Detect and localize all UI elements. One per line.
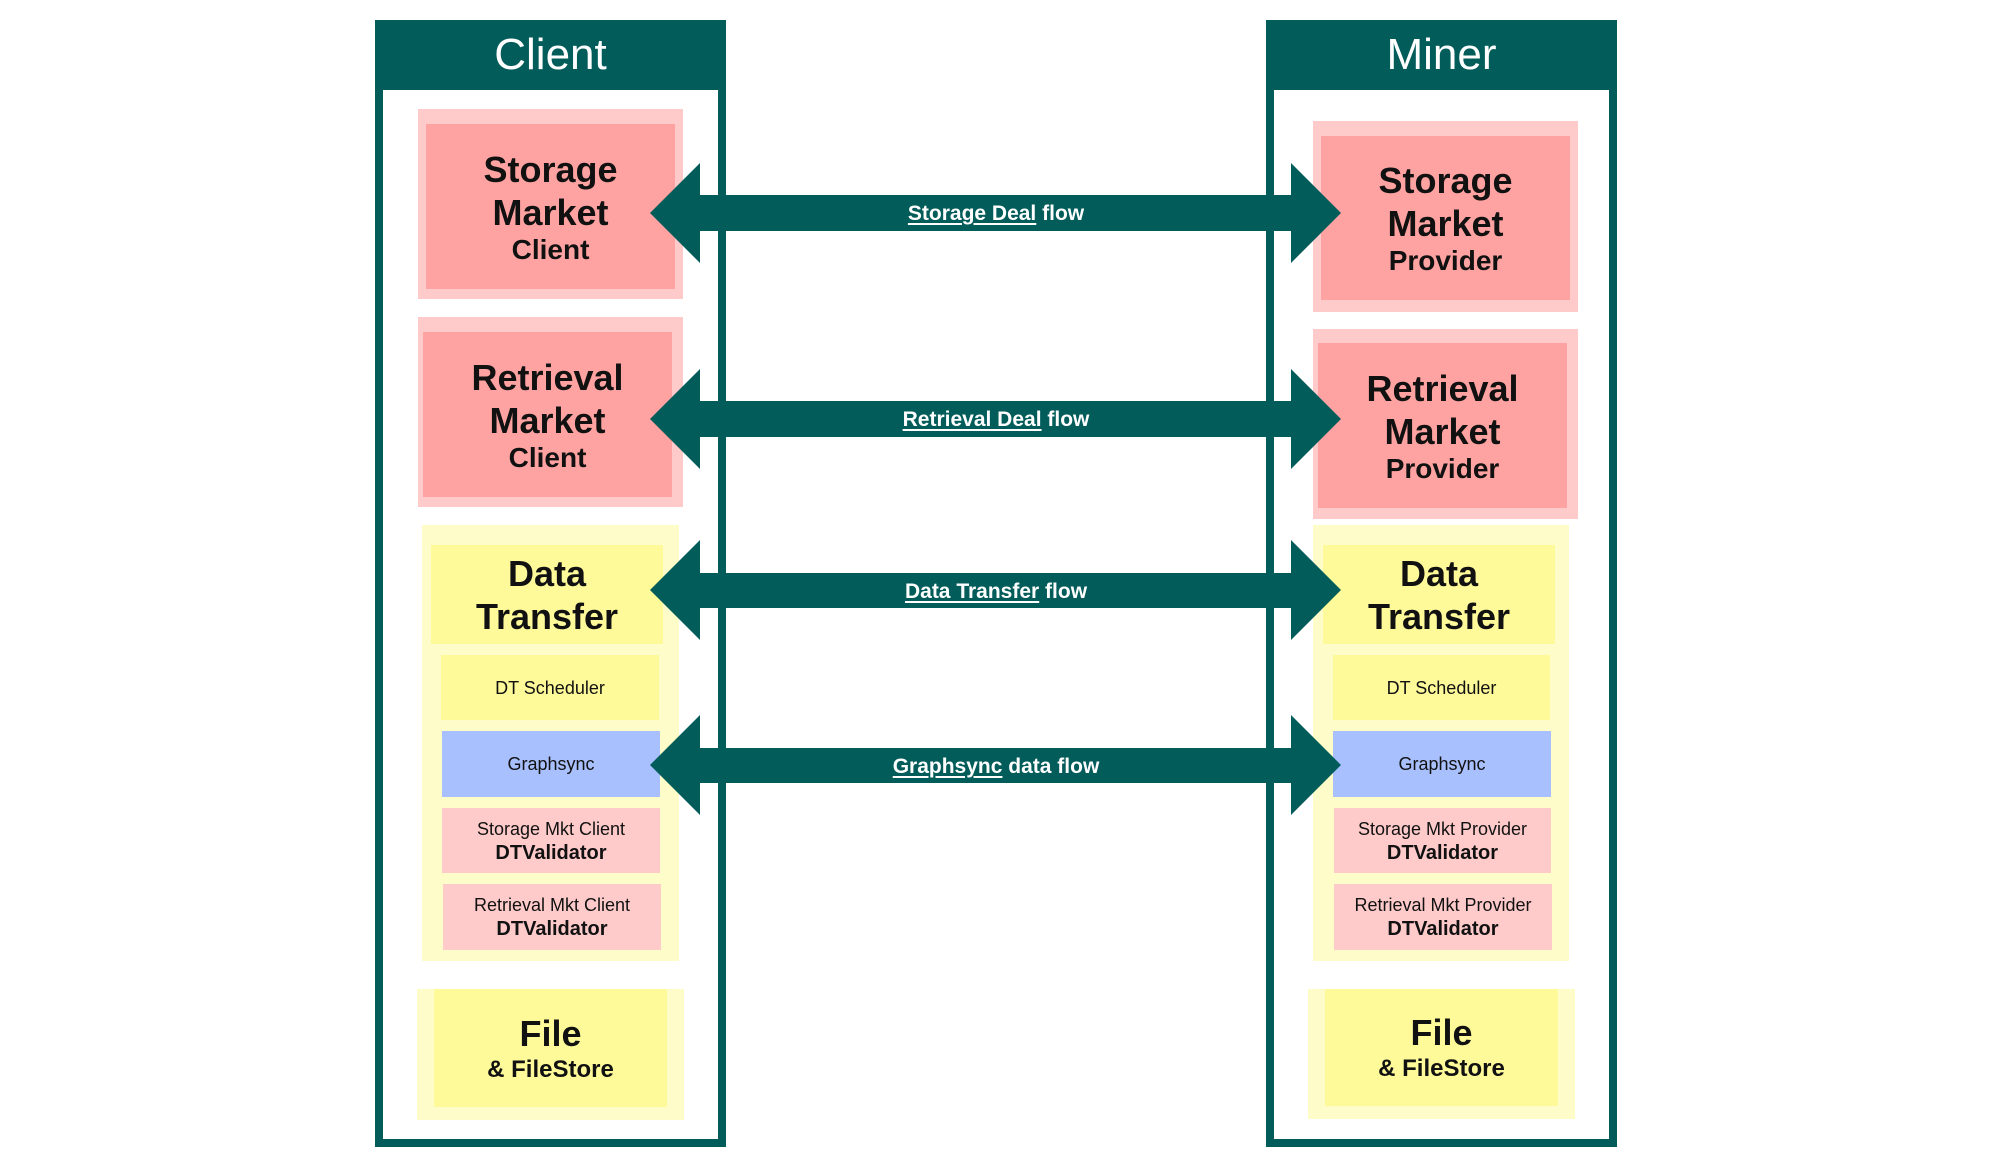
graphsync-miner[interactable]: Graphsync — [1333, 731, 1551, 797]
storage-mkt-client-dtvalidator-line2: DTValidator — [495, 841, 607, 864]
storage-market-client-line2: Market — [492, 191, 609, 233]
retrieval-market-provider-line1: Retrieval — [1366, 367, 1519, 409]
retrieval-market-client-line2: Market — [489, 399, 606, 441]
retrieval-deal-flow-link[interactable]: Retrieval Deal — [902, 408, 1042, 431]
storage-market-provider-line1: Storage — [1378, 160, 1513, 201]
storage-deal-flow-arrow — [650, 163, 1341, 263]
retrieval-mkt-client-dtvalidator-line2: DTValidator — [496, 918, 608, 940]
dt-scheduler-miner-label: DT Scheduler — [1386, 677, 1497, 698]
graphsync-miner-label: Graphsync — [1398, 754, 1486, 774]
retrieval-deal-flow-arrow — [650, 369, 1341, 469]
file-client-line2: & FileStore — [487, 1055, 614, 1083]
miner-column-title: Miner — [1386, 30, 1497, 79]
storage-mkt-provider-dtvalidator-line2: DTValidator — [1386, 841, 1499, 864]
dt-scheduler-client-label: DT Scheduler — [495, 677, 605, 698]
retrieval-mkt-provider-dtvalidator-line2: DTValidator — [1387, 918, 1499, 940]
storage-mkt-client-dtvalidator-line1: Storage Mkt Client — [476, 818, 626, 839]
storage-market-client-role: Client — [511, 233, 590, 265]
data-transfer-flow-arrow — [650, 540, 1341, 640]
data-transfer-client[interactable]: Data Transfer — [431, 545, 663, 644]
data-transfer-client-line2: Transfer — [475, 595, 619, 637]
graphsync-client[interactable]: Graphsync — [442, 731, 660, 797]
graphsync-client-label: Graphsync — [507, 754, 595, 774]
retrieval-deal-flow-suffix: flow — [1041, 408, 1090, 431]
storage-market-client-line1: Storage — [483, 148, 618, 190]
retrieval-market-client-line1: Retrieval — [471, 356, 624, 398]
storage-market-client[interactable]: Storage Market Client — [426, 124, 675, 289]
storage-deal-flow-label: Storage Deal flow — [908, 202, 1084, 226]
storage-mkt-provider-dtvalidator-line1: Storage Mkt Provider — [1357, 818, 1528, 839]
retrieval-market-client[interactable]: Retrieval Market Client — [423, 332, 672, 497]
data-transfer-miner[interactable]: Data Transfer — [1323, 545, 1555, 644]
retrieval-market-provider-role: Provider — [1385, 452, 1500, 484]
storage-deal-flow-link[interactable]: Storage Deal — [907, 202, 1037, 225]
retrieval-market-client-role: Client — [508, 441, 587, 473]
data-transfer-flow-link[interactable]: Data Transfer — [904, 580, 1040, 603]
storage-mkt-provider-dtvalidator[interactable]: Storage Mkt Provider DTValidator — [1334, 808, 1551, 873]
file-filestore-miner[interactable]: File & FileStore — [1325, 989, 1558, 1106]
dt-scheduler-miner[interactable]: DT Scheduler — [1333, 655, 1550, 720]
storage-market-provider[interactable]: Storage Market Provider — [1321, 136, 1570, 300]
file-client-line1: File — [519, 1012, 582, 1054]
graphsync-data-flow-label: Graphsync data flow — [893, 755, 1100, 779]
retrieval-market-provider[interactable]: Retrieval Market Provider — [1318, 343, 1567, 508]
storage-mkt-client-dtvalidator[interactable]: Storage Mkt Client DTValidator — [442, 808, 660, 873]
file-filestore-client[interactable]: File & FileStore — [434, 989, 667, 1107]
retrieval-market-provider-line2: Market — [1384, 410, 1501, 452]
data-transfer-miner-line1: Data — [1399, 552, 1479, 594]
storage-deal-flow-suffix: flow — [1036, 202, 1085, 225]
retrieval-mkt-provider-dtvalidator[interactable]: Retrieval Mkt Provider DTValidator — [1334, 884, 1552, 950]
retrieval-mkt-client-dtvalidator[interactable]: Retrieval Mkt Client DTValidator — [443, 884, 661, 950]
graphsync-data-flow-arrow — [650, 715, 1341, 815]
retrieval-mkt-provider-dtvalidator-line1: Retrieval Mkt Provider — [1354, 895, 1532, 915]
file-miner-line2: & FileStore — [1378, 1055, 1505, 1082]
storage-market-provider-line2: Market — [1387, 203, 1504, 244]
client-column-title: Client — [494, 30, 607, 79]
retrieval-mkt-client-dtvalidator-line1: Retrieval Mkt Client — [473, 895, 631, 915]
data-transfer-miner-line2: Transfer — [1367, 595, 1511, 637]
graphsync-data-flow-link[interactable]: Graphsync — [892, 755, 1003, 778]
file-miner-line1: File — [1410, 1012, 1473, 1053]
retrieval-deal-flow-label: Retrieval Deal flow — [903, 408, 1090, 432]
data-transfer-flow-suffix: flow — [1039, 580, 1088, 603]
storage-market-provider-role: Provider — [1388, 245, 1503, 276]
dt-scheduler-client[interactable]: DT Scheduler — [441, 655, 659, 720]
graphsync-data-flow-suffix: data flow — [1002, 755, 1100, 778]
data-transfer-client-line1: Data — [507, 552, 587, 594]
data-transfer-flow-label: Data Transfer flow — [905, 580, 1087, 604]
